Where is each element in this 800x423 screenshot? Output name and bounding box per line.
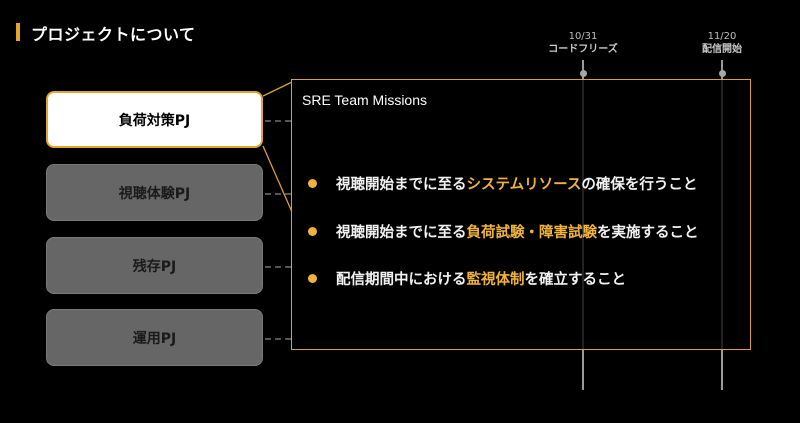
mission-highlight: システムリソース <box>466 177 582 193</box>
milestone-release: 11/20 配信開始 <box>672 30 772 56</box>
mission-item: 視聴開始までに至るシステムリソースの確保を行うこと <box>308 173 697 194</box>
project-label: 負荷対策PJ <box>118 112 191 129</box>
connector-line <box>265 193 291 195</box>
project-viewing-experience[interactable]: 視聴体験PJ <box>46 164 263 221</box>
mission-text: 視聴開始までに至る負荷試験・障害試験を実施すること <box>336 221 699 242</box>
title-accent-bar <box>16 23 20 41</box>
connector-line <box>265 266 291 268</box>
page-title: プロジェクトについて <box>31 25 196 44</box>
connector-line <box>265 120 291 122</box>
callout-line-top <box>262 81 293 97</box>
milestone-label: コードフリーズ <box>548 44 618 55</box>
milestone-dot <box>580 70 587 77</box>
mission-item: 配信期間中における監視体制を確立すること <box>308 268 626 289</box>
project-label: 運用PJ <box>132 330 177 347</box>
connector-line <box>265 338 291 340</box>
project-operations[interactable]: 運用PJ <box>46 309 263 366</box>
mission-text-post: の確保を行うこと <box>581 177 698 193</box>
bullet-icon <box>308 179 317 188</box>
milestone-code-freeze: 10/31 コードフリーズ <box>533 30 633 56</box>
mission-text-post: を実施すること <box>597 225 699 241</box>
project-load-countermeasure[interactable]: 負荷対策PJ <box>46 91 263 148</box>
panel-title: SRE Team Missions <box>302 92 428 108</box>
mission-item: 視聴開始までに至る負荷試験・障害試験を実施すること <box>308 221 699 242</box>
bullet-icon <box>308 227 317 236</box>
milestone-dot <box>719 70 726 77</box>
mission-text-pre: 配信期間中における <box>336 272 467 288</box>
bullet-icon <box>308 274 317 283</box>
mission-text: 視聴開始までに至るシステムリソースの確保を行うこと <box>336 173 697 194</box>
project-remaining[interactable]: 残存PJ <box>46 237 263 294</box>
mission-text-pre: 視聴開始までに至る <box>336 177 467 193</box>
mission-text: 配信期間中における監視体制を確立すること <box>336 268 626 289</box>
mission-text-pre: 視聴開始までに至る <box>336 225 467 241</box>
milestone-label: 配信開始 <box>702 44 742 55</box>
sre-missions-panel: SRE Team Missions 視聴開始までに至るシステムリソースの確保を行… <box>291 79 751 350</box>
mission-text-post: を確立すること <box>524 272 627 288</box>
milestone-date: 10/31 <box>568 31 598 42</box>
mission-highlight: 負荷試験・障害試験 <box>466 225 598 241</box>
project-label: 視聴体験PJ <box>118 185 191 202</box>
project-label: 残存PJ <box>132 258 177 275</box>
milestone-date: 11/20 <box>707 31 737 42</box>
mission-highlight: 監視体制 <box>466 272 525 288</box>
callout-line-bottom <box>262 145 293 213</box>
